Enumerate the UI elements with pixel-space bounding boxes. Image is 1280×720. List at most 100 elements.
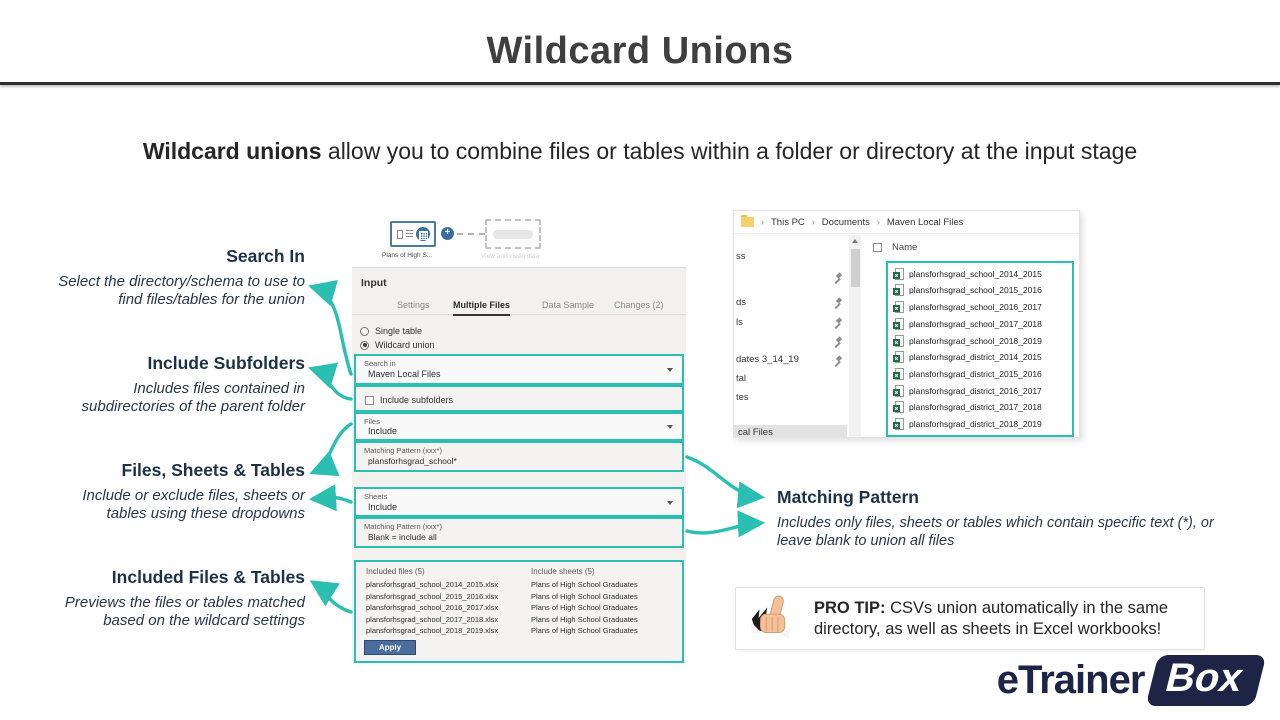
annotation-included-files-tables: Included Files & Tables Previews the fil…	[40, 567, 305, 631]
file-row[interactable]: plansforhsgrad_district_2017_2018	[893, 401, 1072, 414]
excel-file-icon	[893, 384, 904, 397]
excel-file-icon	[893, 301, 904, 314]
sidebar-item[interactable]: dates 3_14_19	[736, 354, 799, 365]
chevron-right-icon: ›	[811, 217, 815, 227]
etrainer-box-logo: eTrainer Box	[997, 655, 1267, 706]
excel-file-icon	[893, 368, 904, 381]
pin-icon	[834, 317, 843, 326]
files-label: Files	[364, 417, 380, 426]
table-icon	[415, 227, 430, 241]
flow-input-node[interactable]	[390, 221, 436, 247]
add-step-button[interactable]: +	[441, 227, 454, 240]
input-pane-title: Input	[361, 277, 387, 289]
file-row[interactable]: plansforhsgrad_school_2016_2017	[893, 301, 1072, 314]
tab-changes[interactable]: Changes (2)	[614, 300, 664, 310]
sidebar-item[interactable]: tes	[736, 392, 749, 403]
scrollbar[interactable]	[849, 235, 861, 437]
tab-data-sample[interactable]: Data Sample	[542, 300, 595, 310]
sidebar-item[interactable]: tal	[736, 373, 747, 384]
file-row[interactable]: plansforhsgrad_district_2018_2019	[893, 418, 1072, 431]
arrow-matching-pattern-2	[685, 510, 766, 538]
logo-box-text: Box	[1161, 656, 1249, 700]
flow-canvas: + Plans of High S... View and clean data	[352, 210, 686, 267]
breadcrumb-documents[interactable]: Documents	[821, 216, 870, 228]
excel-file-icon	[893, 418, 904, 431]
include-sheets-list: Plans of High School Graduates Plans of …	[531, 579, 638, 637]
pin-icon	[834, 297, 843, 306]
include-subfolders-label: Include subfolders	[380, 395, 454, 405]
files-dropdown[interactable]: Files Include	[354, 412, 684, 441]
arrow-files-dropdown	[309, 422, 353, 477]
file-name: plansforhsgrad_district_2016_2017	[909, 385, 1042, 396]
annotation-desc: Include or exclude files, sheets or tabl…	[82, 487, 305, 523]
files-value: Include	[368, 426, 398, 436]
name-column-header[interactable]: Name	[892, 242, 918, 253]
included-files-header: Included files (5)	[366, 567, 425, 576]
file-row[interactable]: plansforhsgrad_school_2018_2019	[893, 334, 1072, 347]
file-row[interactable]: plansforhsgrad_school_2014_2015	[893, 267, 1072, 280]
excel-file-icon	[893, 284, 904, 297]
pin-icon	[834, 272, 843, 281]
tabs-divider	[352, 314, 686, 315]
radio-icon-selected	[360, 340, 369, 350]
radio-wildcard-union[interactable]: Wildcard union	[360, 340, 435, 350]
arrow-matching-pattern-1	[685, 455, 766, 509]
list-item: plansforhsgrad_school_2014_2015.xlsx	[366, 580, 499, 589]
subtitle-bold: Wildcard unions	[142, 138, 322, 164]
file-row[interactable]: plansforhsgrad_district_2014_2015	[893, 351, 1072, 364]
search-in-dropdown[interactable]: Search in Maven Local Files	[354, 354, 684, 385]
file-name: plansforhsgrad_district_2017_2018	[909, 402, 1042, 413]
annotation-desc: Previews the files or tables matched bas…	[64, 594, 305, 630]
excel-file-icon	[893, 334, 904, 347]
include-subfolders-checkbox[interactable]: Include subfolders	[354, 385, 684, 412]
apply-button[interactable]: Apply	[364, 640, 416, 655]
sidebar-item-selected[interactable]: cal Files	[734, 425, 847, 437]
arrow-included-files	[309, 580, 353, 614]
tab-settings[interactable]: Settings	[397, 300, 430, 310]
drop-target-label: View and clean data	[481, 253, 540, 260]
select-all-checkbox[interactable]	[873, 243, 882, 252]
chevron-right-icon: ›	[876, 217, 880, 227]
file-row[interactable]: plansforhsgrad_school_2015_2016	[893, 284, 1072, 297]
scroll-up-icon	[852, 239, 858, 243]
sheets-value: Include	[368, 502, 398, 512]
included-files-list: plansforhsgrad_school_2014_2015.xlsx pla…	[366, 579, 498, 637]
logo-box-shape: Box	[1146, 655, 1267, 706]
file-name: plansforhsgrad_district_2015_2016	[909, 369, 1042, 380]
list-item: Plans of High School Graduates	[531, 591, 638, 601]
breadcrumb-maven-local-files[interactable]: Maven Local Files	[886, 216, 964, 228]
sidebar-item[interactable]: ss	[736, 251, 746, 262]
rows-icon	[405, 230, 413, 238]
flow-drop-target[interactable]	[485, 219, 541, 249]
excel-file-icon	[893, 267, 904, 280]
tab-multiple-files[interactable]: Multiple Files	[453, 300, 511, 316]
annotation-desc: Select the directory/schema to use to fi…	[58, 273, 305, 309]
sidebar-item[interactable]: ls	[736, 317, 743, 328]
file-row[interactable]: plansforhsgrad_district_2016_2017	[893, 384, 1072, 397]
matching-pattern-value: plansforhsgrad_school*	[368, 456, 457, 466]
file-name: plansforhsgrad_school_2014_2015	[909, 268, 1042, 279]
sheets-matching-pattern-input[interactable]: Matching Pattern (xxx*) Blank = include …	[354, 517, 684, 548]
explorer-file-list: plansforhsgrad_school_2014_2015 plansfor…	[886, 261, 1074, 437]
annotation-heading: Include Subfolders	[147, 353, 305, 373]
file-name: plansforhsgrad_school_2017_2018	[909, 318, 1042, 329]
excel-file-icon	[893, 317, 904, 330]
sidebar-item[interactable]: ds	[736, 297, 747, 308]
radio-single-table[interactable]: Single table	[360, 326, 422, 336]
matching-pattern-value: Blank = include all	[368, 532, 437, 542]
arrow-include-subfolders	[308, 362, 353, 401]
scrollbar-thumb[interactable]	[850, 249, 860, 287]
list-item: Plans of High School Graduates	[531, 626, 638, 635]
file-row[interactable]: plansforhsgrad_school_2017_2018	[893, 317, 1072, 330]
include-sheets-header: Include sheets (5)	[531, 567, 595, 576]
file-row[interactable]: plansforhsgrad_district_2015_2016	[893, 368, 1072, 381]
arrow-sheets-dropdown	[308, 484, 353, 512]
list-item: plansforhsgrad_school_2015_2016.xlsx	[366, 591, 499, 601]
sheets-dropdown[interactable]: Sheets Include	[354, 487, 684, 517]
matching-pattern-label: Matching Pattern (xxx*)	[364, 446, 442, 455]
annotation-heading: Matching Pattern	[777, 487, 919, 507]
files-matching-pattern-input[interactable]: Matching Pattern (xxx*) plansforhsgrad_s…	[354, 441, 684, 472]
annotation-include-subfolders: Include Subfolders Includes files contai…	[40, 353, 305, 417]
input-pane: Input Settings Multiple Files Data Sampl…	[352, 267, 686, 663]
breadcrumb-this-pc[interactable]: This PC	[771, 216, 805, 228]
